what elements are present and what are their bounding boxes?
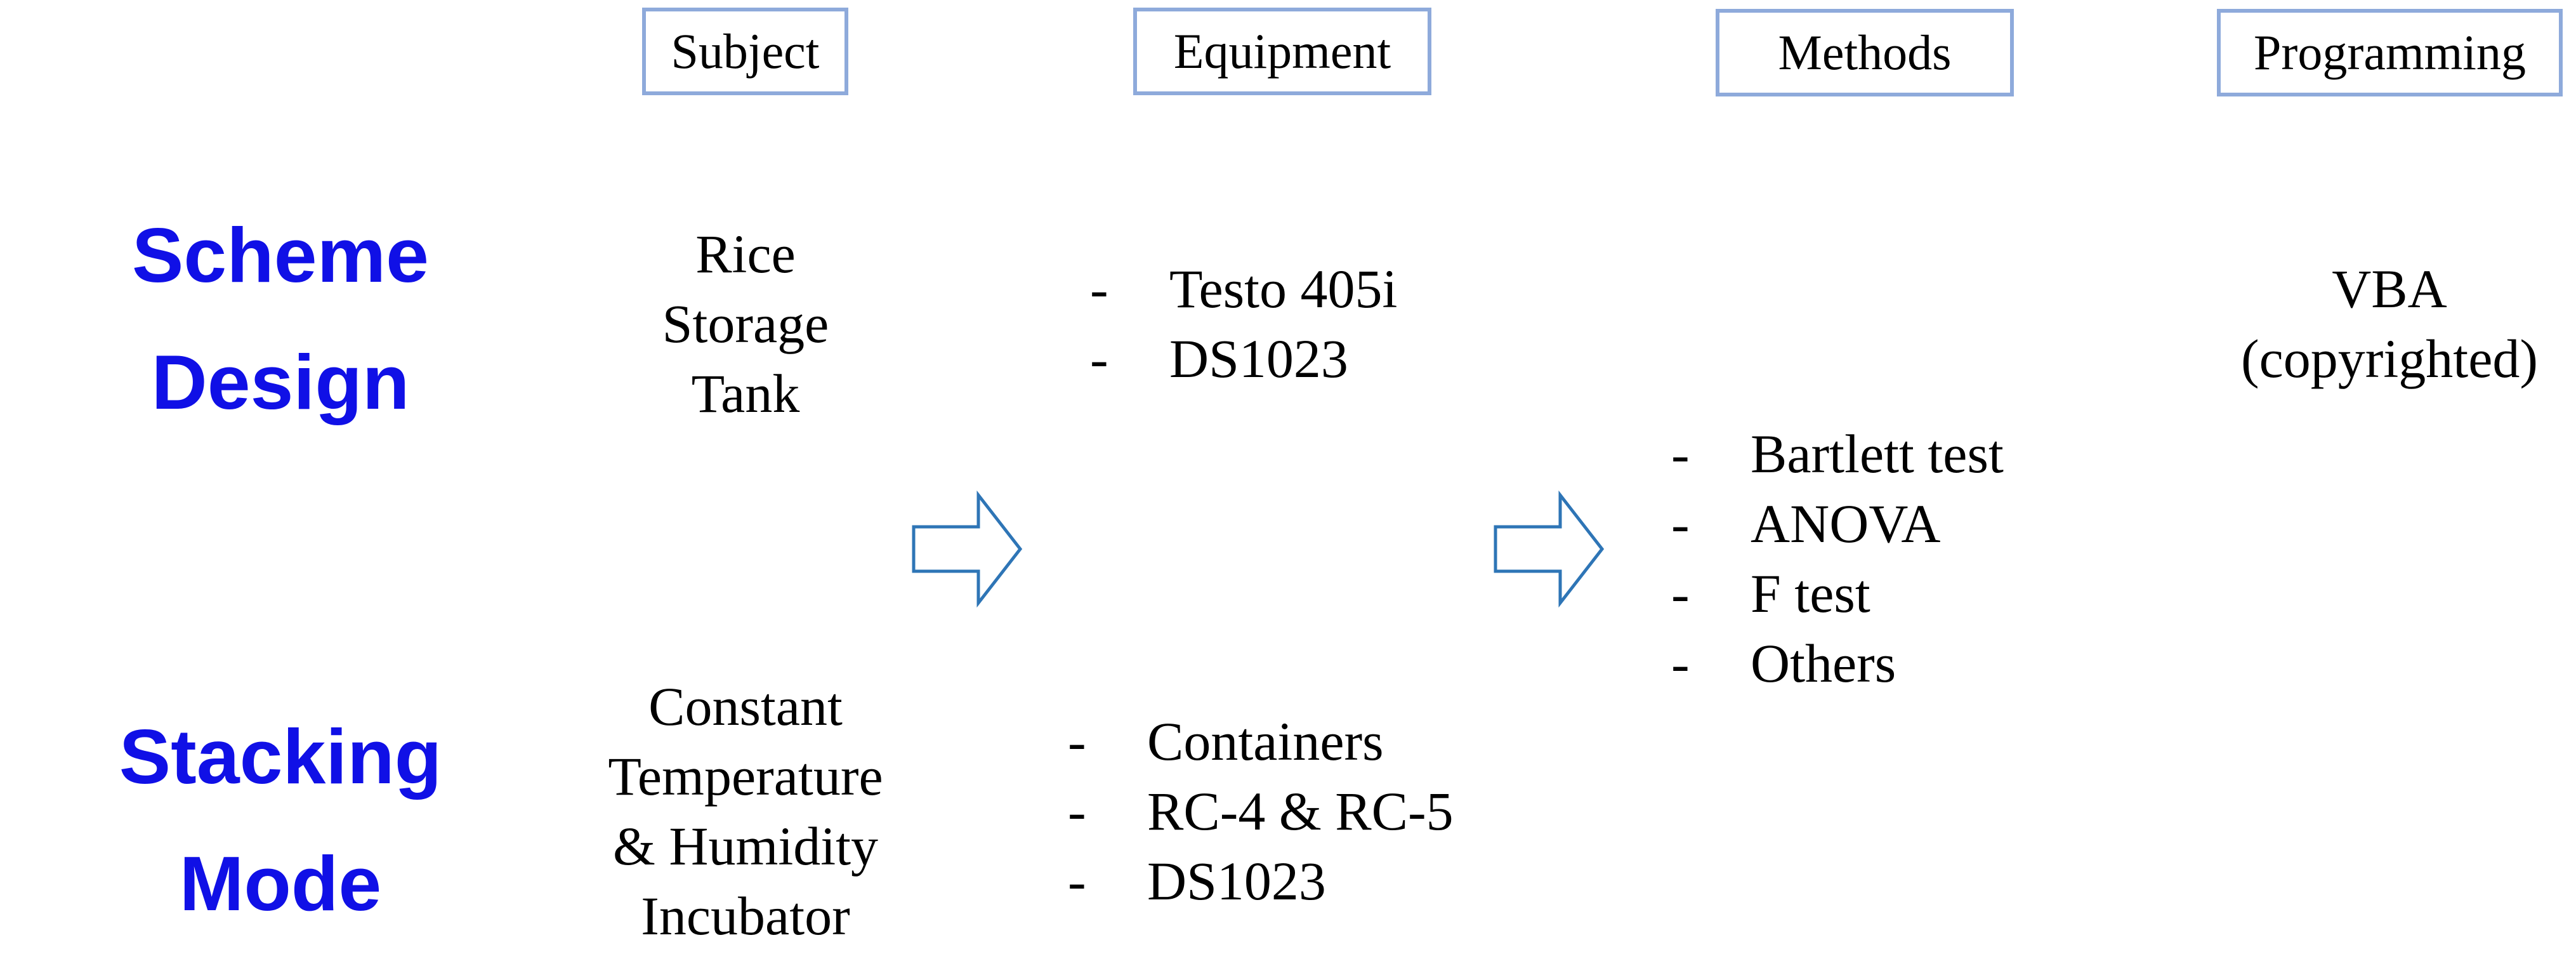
- header-methods: Methods: [1716, 9, 2014, 96]
- row-label-scheme: Scheme: [132, 212, 429, 298]
- header-equipment-label: Equipment: [1173, 23, 1391, 79]
- row-label-stacking-mode: Stacking Mode: [58, 693, 503, 947]
- programming-note: (copyrighted): [2240, 328, 2539, 389]
- header-subject: Subject: [642, 8, 848, 95]
- equipment-item: Testo 405i: [1090, 254, 1397, 324]
- arrow-shape: [1494, 490, 1605, 608]
- row-label-scheme-design: Scheme Design: [58, 192, 503, 446]
- header-methods-label: Methods: [1778, 25, 1952, 80]
- equipment-item: DS1023: [1068, 846, 1454, 916]
- header-programming: Programming: [2217, 9, 2563, 96]
- right-arrow-icon: [1494, 490, 1605, 608]
- subject-line: Constant: [648, 676, 843, 737]
- header-equipment: Equipment: [1133, 8, 1431, 95]
- header-subject-label: Subject: [671, 23, 820, 79]
- row-label-design: Design: [151, 339, 410, 425]
- equipment-list-scheme-design: Testo 405i DS1023: [1090, 254, 1397, 394]
- subject-line: Temperature: [608, 746, 883, 807]
- subject-scheme-design: Rice Storage Tank: [555, 219, 936, 428]
- equipment-item: DS1023: [1090, 324, 1397, 394]
- equipment-list-stacking-mode: Containers RC-4 & RC-5 DS1023: [1068, 706, 1454, 916]
- subject-line: Tank: [691, 363, 800, 424]
- subject-line: Incubator: [641, 885, 850, 946]
- subject-stacking-mode: Constant Temperature & Humidity Incubato…: [555, 672, 936, 951]
- row-label-mode: Mode: [179, 840, 382, 927]
- right-arrow-icon: [912, 490, 1023, 608]
- subject-line: & Humidity: [612, 816, 879, 877]
- programming-language: VBA: [2332, 258, 2447, 319]
- method-item: Others: [1671, 628, 2004, 698]
- equipment-item: RC-4 & RC-5: [1068, 776, 1454, 846]
- method-item: Bartlett test: [1671, 419, 2004, 489]
- programming-block: VBA (copyrighted): [2199, 254, 2576, 394]
- header-programming-label: Programming: [2254, 25, 2526, 80]
- methods-list: Bartlett test ANOVA F test Others: [1671, 419, 2004, 698]
- arrow-shape: [912, 490, 1023, 608]
- method-item: ANOVA: [1671, 489, 2004, 559]
- subject-line: Rice: [695, 223, 796, 284]
- equipment-item: Containers: [1068, 706, 1454, 776]
- subject-line: Storage: [662, 293, 829, 354]
- method-item: F test: [1671, 559, 2004, 628]
- row-label-stacking: Stacking: [119, 713, 442, 800]
